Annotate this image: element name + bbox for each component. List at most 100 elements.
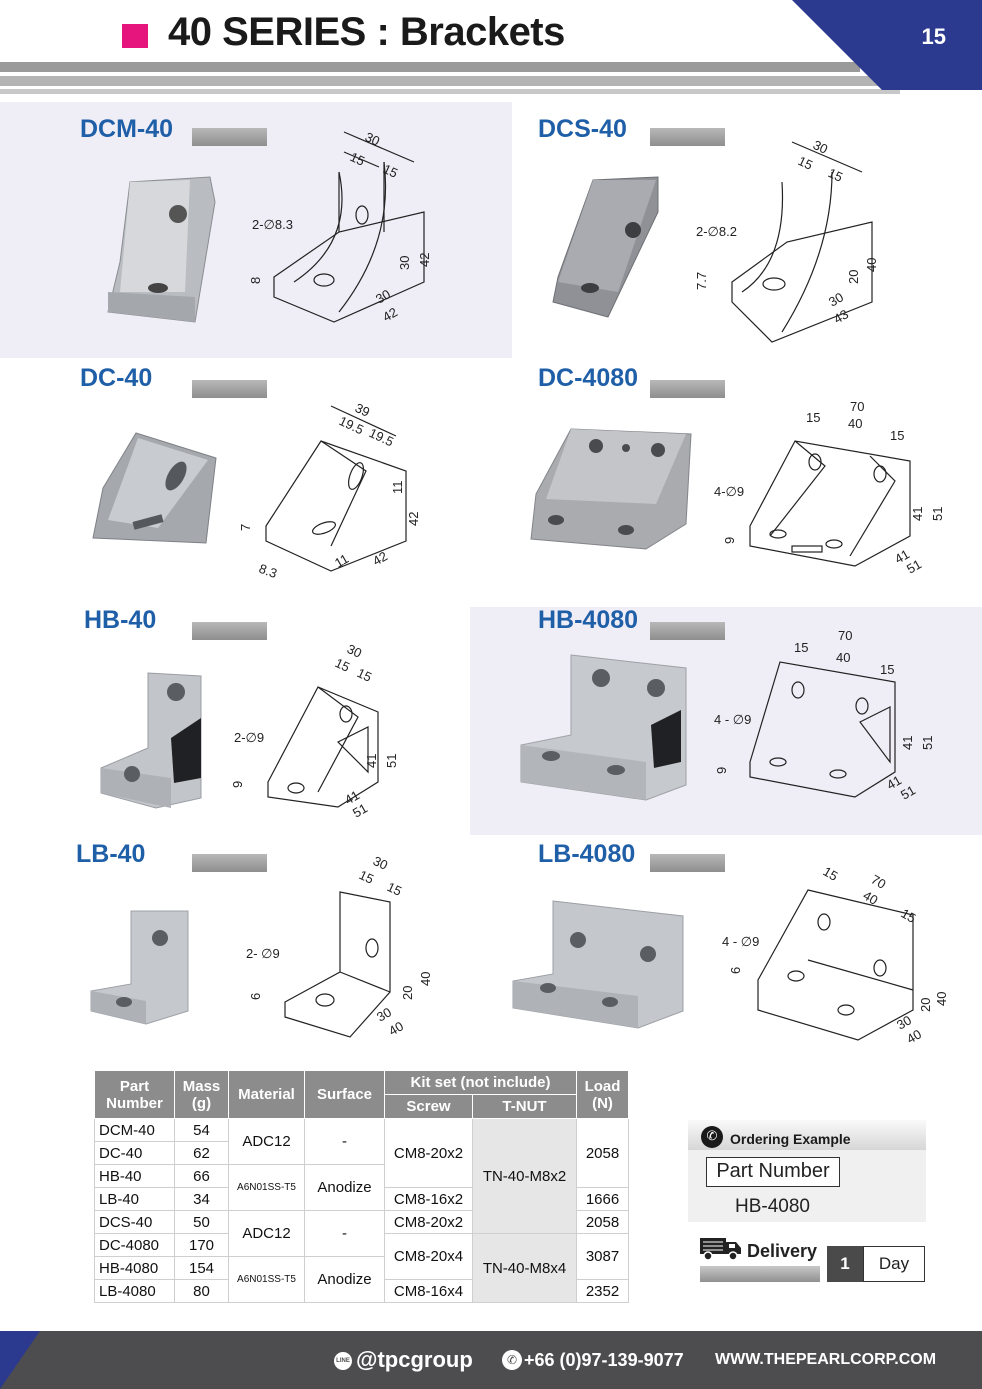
cell-part: LB-40: [94, 1187, 175, 1211]
header-corner-shape: [792, 0, 982, 90]
cell-surface: Anodize: [304, 1256, 385, 1303]
dim-label: 6: [728, 967, 743, 974]
product-title-dc-4080: DC-4080: [538, 364, 639, 392]
product-title-bar: [192, 854, 267, 872]
cell-screw: CM8-16x2: [384, 1187, 473, 1211]
footer-bar: [0, 1331, 982, 1389]
delivery-days-unit: Day: [863, 1246, 925, 1282]
cell-mass: 54: [174, 1118, 229, 1142]
dim-label: 9: [714, 767, 729, 774]
delivery-label: Delivery: [747, 1241, 818, 1261]
col-header-mass: Mass (g): [174, 1070, 229, 1119]
dim-label: 70: [869, 872, 889, 892]
col-header-part: Part Number: [94, 1070, 175, 1119]
cell-load: 2058: [576, 1118, 629, 1188]
product-title-hb-40: HB-40: [84, 606, 157, 634]
product-title-bar: [192, 128, 267, 146]
bracket-photo-dcm-40: [107, 176, 216, 323]
product-title-dcs-40: DCS-40: [538, 115, 627, 143]
cell-material: ADC12: [228, 1210, 305, 1257]
bracket-photo-dcs-40: [552, 176, 659, 318]
dim-label: 51: [384, 754, 399, 768]
ordering-example-header: [688, 1120, 926, 1150]
bracket-photo-lb-4080: [512, 900, 684, 1029]
product-title-lb-40: LB-40: [76, 840, 146, 868]
dim-label: 41: [364, 754, 379, 768]
dim-label: 70: [850, 399, 864, 414]
dim-label: 8.3: [257, 561, 279, 581]
hole-label: 4 - ∅9: [722, 934, 759, 949]
dim-label: 11: [390, 481, 405, 495]
dim-label: 39: [353, 400, 372, 420]
dim-label: 40: [418, 972, 433, 986]
dim-label: 15: [899, 906, 919, 926]
bracket-drawing-hb-4080: 70 40 15 15 41 51 9 41 51 4 - ∅9: [714, 628, 935, 803]
header-stripe: [0, 62, 860, 72]
bracket-drawing-dcm-40: 30 15 15 30 42 8 30 42 2-∅8.3: [248, 129, 432, 324]
col-header-material: Material: [228, 1070, 305, 1119]
dim-label: 41: [884, 772, 904, 792]
header-accent-square: [122, 24, 148, 48]
dim-label: 40: [904, 1026, 924, 1046]
ordering-example-label: Ordering Example: [730, 1131, 851, 1147]
delivery-days-count: 1: [827, 1246, 863, 1282]
bracket-drawing-hb-40: 30 15 15 41 51 9 41 51 2-∅9: [230, 642, 399, 821]
product-title-dc-40: DC-40: [80, 364, 153, 392]
delivery-truck-icon: [700, 1238, 741, 1261]
delivery-bar: [700, 1266, 820, 1282]
bracket-drawing-lb-40: 30 15 15 20 40 6 30 40 2- ∅9: [246, 853, 433, 1038]
dim-label: 20: [846, 270, 861, 284]
dim-label: 15: [826, 165, 845, 185]
cell-screw: CM8-20x2: [384, 1210, 473, 1234]
product-title-bar: [192, 622, 267, 640]
cell-load: 1666: [576, 1187, 629, 1211]
dim-label: 30: [811, 137, 830, 157]
dim-label: 41: [910, 507, 925, 521]
page-title: 40 SERIES : Brackets: [168, 10, 565, 54]
product-title-bar: [650, 854, 725, 872]
cell-load: 2352: [576, 1279, 629, 1303]
cell-tnut: TN-40-M8x2: [472, 1118, 577, 1234]
part-number-example: HB-4080: [735, 1196, 810, 1217]
table-row: HB-4080 154 A6N01SS-T5 Anodize: [94, 1256, 629, 1303]
dim-label: 41: [342, 787, 362, 807]
bracket-drawing-dc-4080: 70 40 15 15 41 51 9 41 51 4-∅9: [714, 399, 945, 577]
dim-label: 15: [796, 153, 815, 173]
panel-background: [470, 607, 982, 835]
cell-part: DCS-40: [94, 1210, 175, 1234]
dim-label: 41: [900, 736, 915, 750]
cell-tnut: TN-40-M8x4: [472, 1233, 577, 1303]
page-number: 15: [921, 24, 946, 49]
line-app-icon: LINE: [334, 1352, 352, 1370]
product-title-lb-4080: LB-4080: [538, 840, 636, 868]
footer-phone[interactable]: +66 (0)97-139-9077: [524, 1350, 684, 1370]
dim-label: 15: [381, 161, 400, 181]
spec-table: Part Number Mass (g) Material Surface Ki…: [94, 1070, 629, 1303]
cell-mass: 62: [174, 1141, 229, 1165]
cell-part: HB-40: [94, 1164, 175, 1188]
dim-label: 42: [380, 304, 400, 324]
header-stripe: [0, 89, 900, 94]
footer-social-handle[interactable]: @tpcgroup: [356, 1347, 473, 1372]
dim-label: 30: [373, 286, 393, 306]
dim-label: 9: [722, 537, 737, 544]
dim-label: 15: [794, 640, 808, 655]
cell-screw: CM8-20x4: [384, 1233, 473, 1280]
dim-label: 30: [371, 853, 390, 873]
dim-label: 30: [826, 289, 846, 309]
bracket-drawing-lb-4080: 70 40 15 15 20 40 6 30 40 4 - ∅9: [722, 864, 949, 1047]
col-header-screw: Screw: [384, 1094, 473, 1119]
hole-label: 2- ∅9: [246, 946, 280, 961]
footer-website[interactable]: WWW.THEPEARLCORP.COM: [715, 1351, 937, 1368]
dim-label: 15: [821, 864, 841, 884]
dim-label: 15: [355, 665, 374, 685]
dim-label: 30: [345, 642, 364, 661]
product-title-bar: [650, 128, 725, 146]
dim-label: 20: [918, 998, 933, 1012]
dim-label: 15: [348, 149, 367, 169]
dim-label: 20: [400, 986, 415, 1000]
dim-label: 40: [836, 650, 850, 665]
dim-label: 40: [848, 416, 862, 431]
cell-material: A6N01SS-T5: [228, 1256, 305, 1303]
dim-label: 15: [890, 428, 904, 443]
